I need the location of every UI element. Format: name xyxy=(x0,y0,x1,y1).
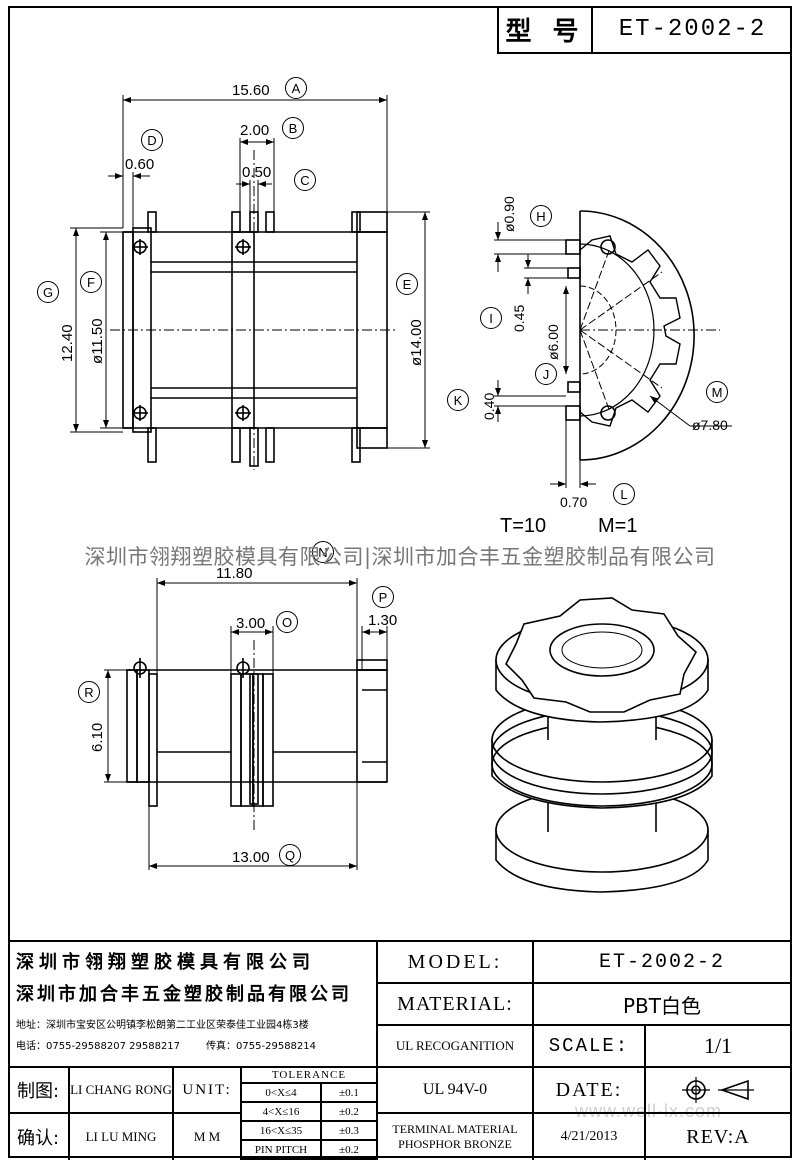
tolerance-value: ±0.1 xyxy=(322,1084,378,1103)
dim-d: 0.60 xyxy=(125,156,154,173)
callout-b: B xyxy=(282,117,304,139)
callout-c: C xyxy=(294,169,316,191)
note-t: T=10 xyxy=(500,515,546,537)
terminal-material: TERMINAL MATERIAL PHOSPHOR BRONZE xyxy=(378,1114,534,1160)
dim-c: 0.50 xyxy=(242,164,271,181)
dim-j: ø6.00 xyxy=(545,324,561,360)
dim-e: ø14.00 xyxy=(408,319,425,366)
tolerance-value: ±0.3 xyxy=(322,1122,378,1141)
tolerance-range: PIN PITCH xyxy=(242,1141,322,1160)
callout-k: K xyxy=(447,389,469,411)
dim-f: ø11.50 xyxy=(89,318,106,364)
tolerance-value: ±0.2 xyxy=(322,1141,378,1160)
watermark-site: www.well-lx.com xyxy=(575,1101,723,1121)
dim-i: 0.45 xyxy=(511,305,527,332)
drawn-by: LI CHANG RONG xyxy=(70,1068,174,1114)
callout-i: I xyxy=(480,307,502,329)
callout-a: A xyxy=(285,77,307,99)
watermark-text: 深圳市翎翔塑胶模具有限公司|深圳市加合丰五金塑胶制品有限公司 xyxy=(84,545,716,569)
date-label: DATE: xyxy=(534,1068,646,1114)
unit-label: UNIT: xyxy=(174,1068,242,1114)
callout-g: G xyxy=(37,281,59,303)
company-name-1: 深圳市翎翔塑胶模具有限公司 xyxy=(16,952,315,973)
unit-value: M M xyxy=(174,1114,242,1160)
drawn-label: 制图: xyxy=(8,1068,70,1114)
tolerance-value: ±0.2 xyxy=(322,1103,378,1122)
dim-p: 1.30 xyxy=(368,612,397,629)
tolerance-range: 16<X≤35 xyxy=(242,1122,322,1141)
callout-r: R xyxy=(78,681,100,703)
company-address: 地址：深圳市宝安区公明镇李松朗第二工业区荣泰佳工业园4栋3楼 xyxy=(16,1020,309,1031)
ul-value: UL 94V-0 xyxy=(378,1068,534,1114)
side-view-dims xyxy=(104,578,388,870)
callout-m: M xyxy=(706,381,728,403)
title-block: 深圳市翎翔塑胶模具有限公司 深圳市加合丰五金塑胶制品有限公司 地址：深圳市宝安区… xyxy=(8,940,792,1160)
projection-symbol xyxy=(646,1068,790,1114)
drawing-frame xyxy=(8,6,792,1158)
tolerance-label: TOLERANCE xyxy=(242,1068,378,1084)
dim-a: 15.60 xyxy=(232,82,270,99)
callout-n: N xyxy=(312,541,334,563)
side-view xyxy=(126,640,388,830)
dim-l: 0.70 xyxy=(560,494,587,510)
model-label: MODEL: xyxy=(378,942,534,984)
front-view-dims xyxy=(70,95,430,449)
isometric-view xyxy=(491,597,713,893)
date-value: 4/21/2013 xyxy=(534,1114,646,1160)
material-value: PBT白色 xyxy=(534,984,790,1026)
callout-o: O xyxy=(276,611,298,633)
checked-by: LI LU MING xyxy=(70,1114,174,1160)
scale-value: 1/1 xyxy=(646,1026,790,1068)
terminal-line-1: TERMINAL MATERIAL xyxy=(392,1122,518,1136)
note-m: M=1 xyxy=(598,515,637,537)
end-view-dims xyxy=(494,222,732,488)
callout-j: J xyxy=(535,363,557,385)
dim-o: 3.00 xyxy=(236,615,265,632)
projection-icon xyxy=(682,1077,754,1103)
front-view xyxy=(110,150,395,470)
callout-f: F xyxy=(80,271,102,293)
dim-m: ø7.80 xyxy=(692,417,728,433)
model-value: ET-2002-2 xyxy=(534,942,790,984)
callout-e: E xyxy=(396,273,418,295)
dim-k: 0.40 xyxy=(481,393,497,420)
type-header: 型 号 ET-2002-2 xyxy=(497,6,792,54)
tolerance-range: 4<X≤16 xyxy=(242,1103,322,1122)
dim-b: 2.00 xyxy=(240,122,269,139)
company-fax: 传真：0755-29588214 xyxy=(206,1041,317,1052)
checked-label: 确认: xyxy=(8,1114,70,1160)
dim-g: 12.40 xyxy=(59,324,76,362)
company-area: 深圳市翎翔塑胶模具有限公司 深圳市加合丰五金塑胶制品有限公司 地址：深圳市宝安区… xyxy=(8,942,378,1068)
callout-h: H xyxy=(530,205,552,227)
company-name-2: 深圳市加合丰五金塑胶制品有限公司 xyxy=(16,984,352,1005)
company-contact: 电话：0755-29588207 29588217 传真：0755-295882… xyxy=(16,1037,316,1052)
material-label: MATERIAL: xyxy=(378,984,534,1026)
callout-q: Q xyxy=(279,844,301,866)
company-phone: 电话：0755-29588207 29588217 xyxy=(16,1041,181,1052)
dim-q: 13.00 xyxy=(232,849,270,866)
callout-l: L xyxy=(613,483,635,505)
ul-label: UL RECOGANITION xyxy=(378,1026,534,1068)
part-number: ET-2002-2 xyxy=(618,15,767,43)
terminal-line-2: PHOSPHOR BRONZE xyxy=(398,1137,512,1151)
dim-n: 11.80 xyxy=(216,565,252,582)
dim-r: 6.10 xyxy=(89,723,106,752)
dim-h: ø0.90 xyxy=(501,196,517,232)
end-view xyxy=(565,210,720,461)
type-label: 型 号 xyxy=(499,6,593,52)
drawing-views: 15.60 2.00 0.50 0.60 12.40 ø11.50 ø14.00 xyxy=(59,82,732,893)
callout-d: D xyxy=(141,129,163,151)
revision: REV:A xyxy=(686,1125,750,1148)
callout-p: P xyxy=(372,586,394,608)
tolerance-range: 0<X≤4 xyxy=(242,1084,322,1103)
scale-label: SCALE: xyxy=(534,1026,646,1068)
